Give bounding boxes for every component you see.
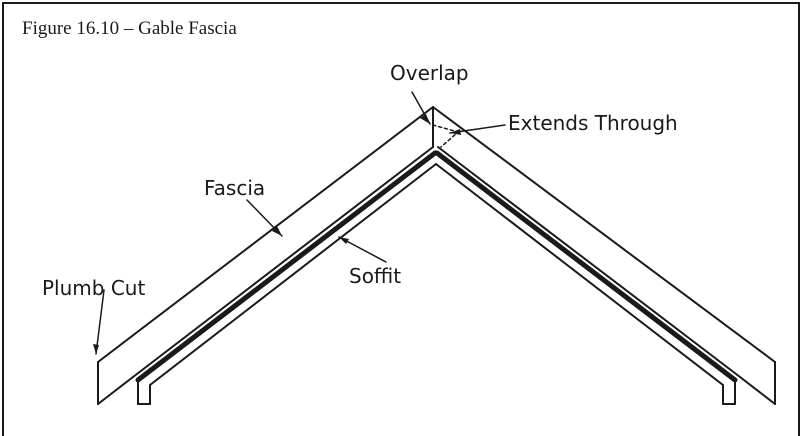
label-soffit: Soffit [349,264,401,288]
extends-through-dotted-line [432,124,459,148]
left-soffit [135,150,438,405]
label-plumb-cut: Plumb Cut [42,276,145,300]
left-fascia-board [97,106,434,405]
label-fascia: Fascia [204,176,265,200]
right-fascia-board [432,106,776,405]
right-soffit [434,150,738,405]
figure-caption: Figure 16.10 – Gable Fascia [22,18,237,39]
label-extends-through: Extends Through [508,111,678,135]
label-overlap: Overlap [390,61,469,85]
leader-lines [95,91,506,355]
leader-arrowheads [93,114,461,354]
